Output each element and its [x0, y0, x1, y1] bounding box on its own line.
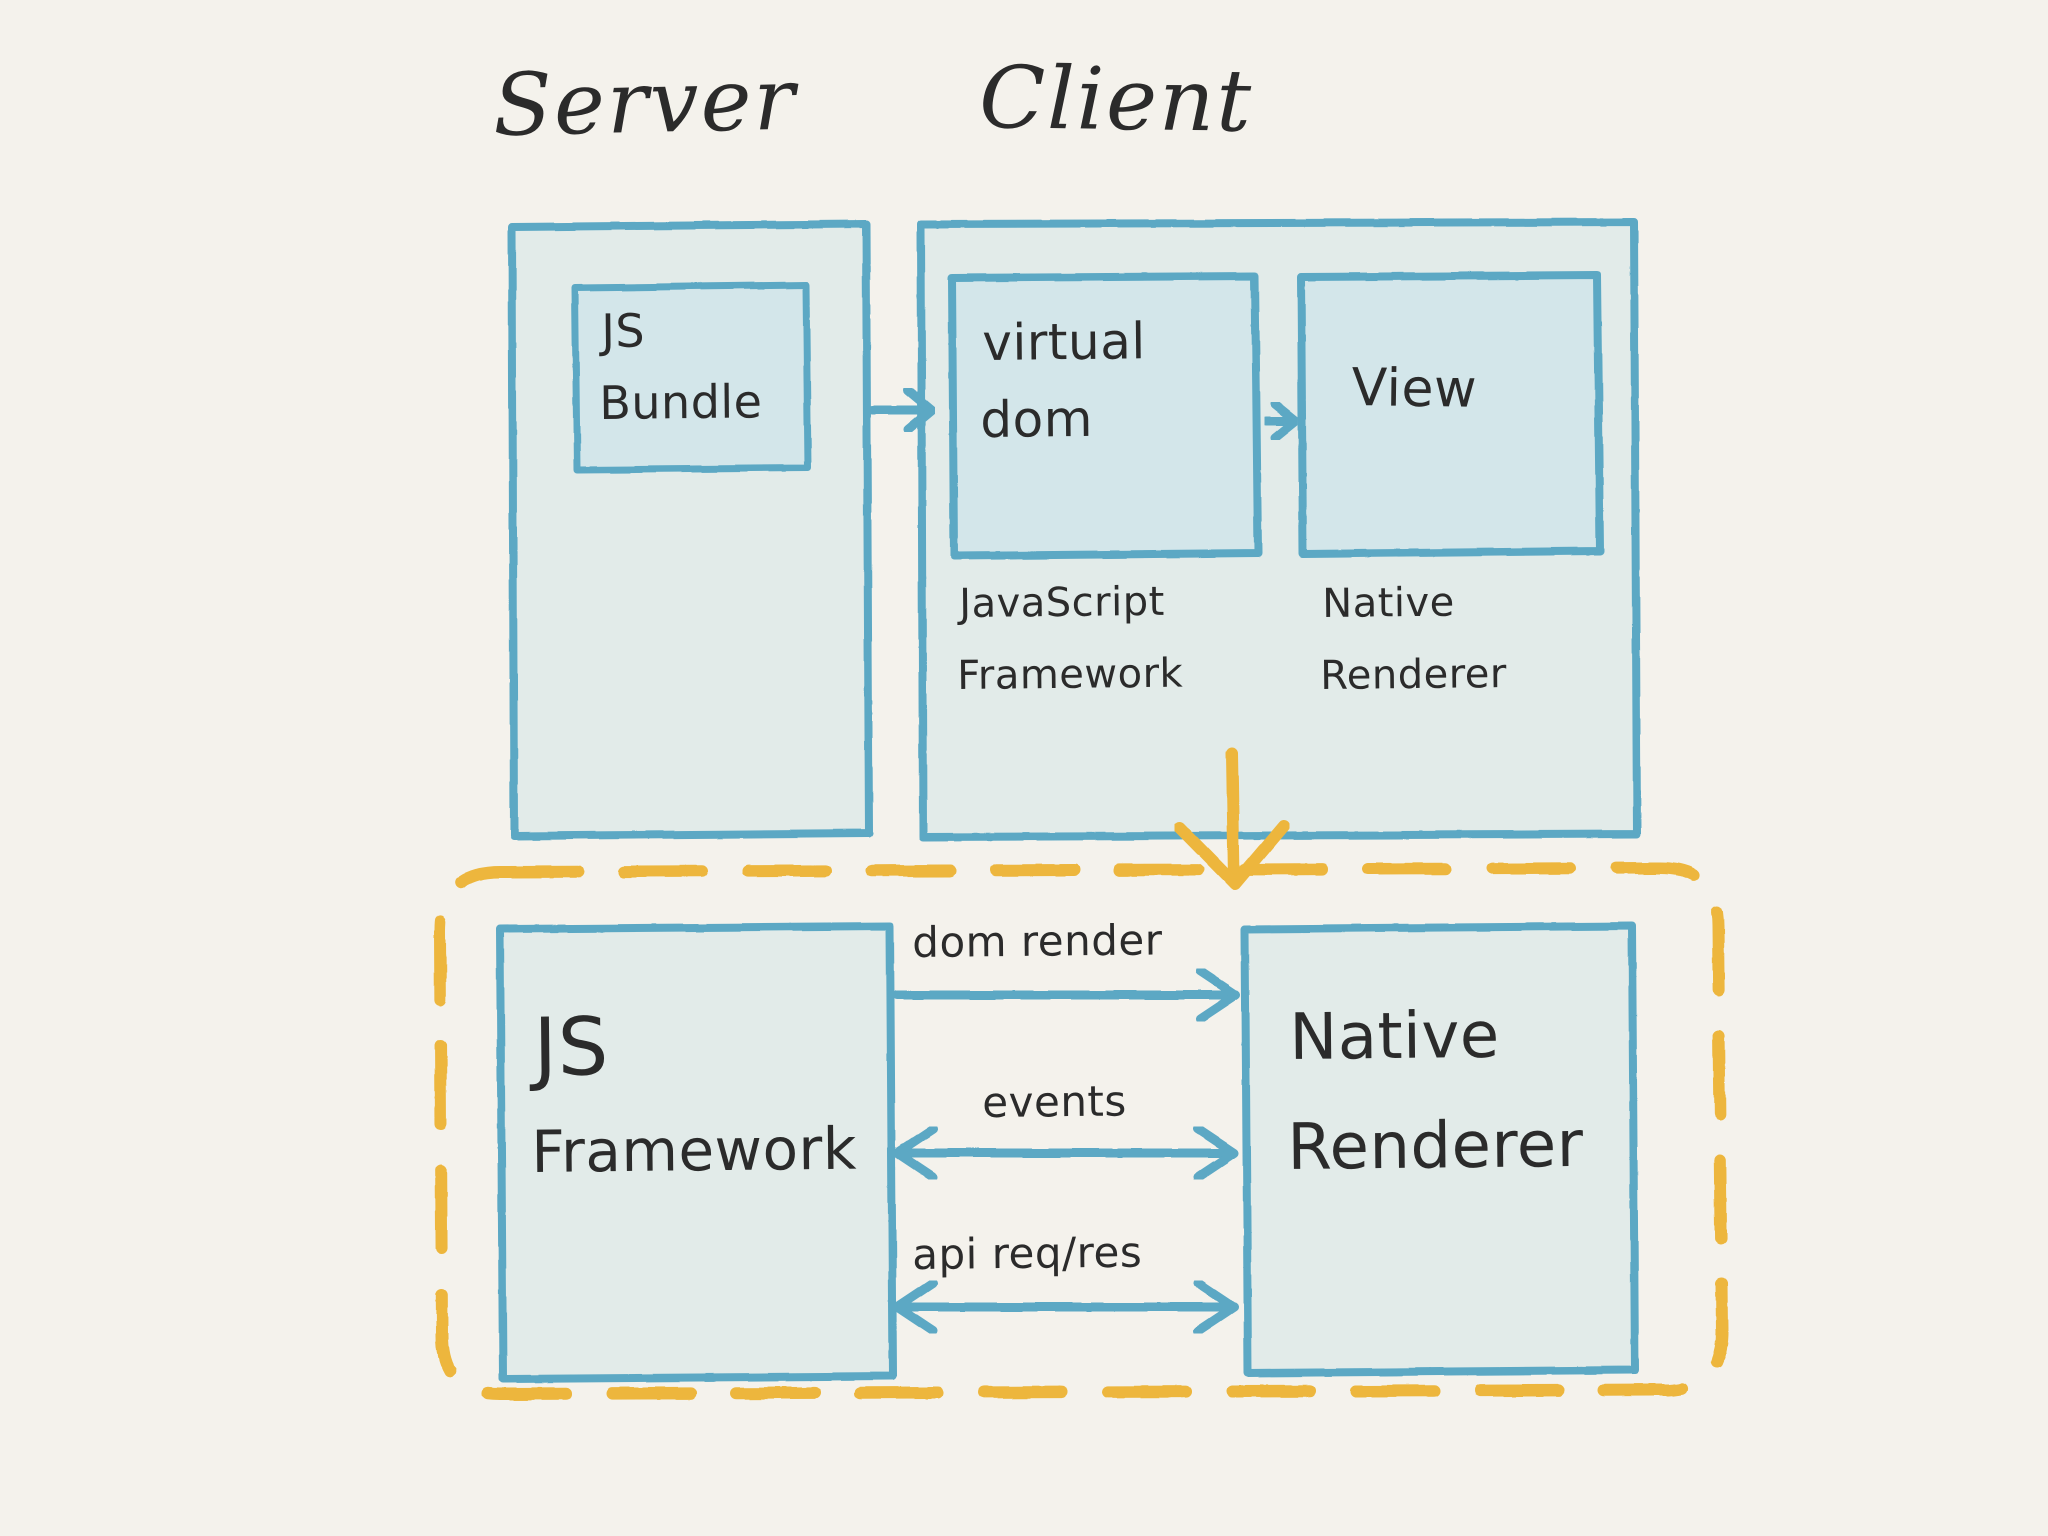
virtual-dom-label-line1: virtual	[982, 312, 1146, 372]
native-renderer-box	[1241, 922, 1639, 1377]
heading-client: Client	[978, 48, 1254, 152]
heading-server: Server	[492, 49, 798, 156]
arrow-label-events: events	[982, 1076, 1128, 1127]
virtual-dom-label-line2: dom	[980, 389, 1094, 449]
arrow-right-icon-bundle-to-vdom	[867, 385, 937, 435]
arrow-api-req-res	[892, 1278, 1239, 1336]
caption-framework: Framework	[957, 650, 1184, 699]
js-framework-label-line1: JS	[533, 1000, 610, 1094]
view-box	[1297, 271, 1604, 558]
native-renderer-label-line1: Native	[1289, 998, 1500, 1075]
view-label: View	[1351, 357, 1478, 420]
caption-native: Native	[1322, 579, 1456, 627]
js-bundle-box	[571, 281, 812, 474]
native-renderer-label-line2: Renderer	[1287, 1107, 1584, 1185]
js-framework-box	[496, 922, 897, 1383]
js-bundle-label-line1: JS	[601, 303, 646, 358]
arrow-dom-render	[892, 966, 1241, 1024]
js-bundle-label-line2: Bundle	[599, 374, 763, 430]
virtual-dom-box	[948, 272, 1262, 560]
arrow-down-icon-client-to-native	[1174, 747, 1290, 890]
arrow-right-icon-vdom-to-view	[1261, 399, 1301, 443]
arrow-label-api-req-res: api req/res	[912, 1227, 1143, 1279]
js-framework-label-line2: Framework	[531, 1114, 858, 1186]
arrow-label-dom-render: dom render	[912, 915, 1163, 967]
caption-javascript: JavaScript	[959, 578, 1166, 627]
arrow-events	[892, 1124, 1239, 1182]
caption-renderer: Renderer	[1320, 651, 1508, 699]
native-boundary-dashed-region	[433, 861, 1729, 1401]
